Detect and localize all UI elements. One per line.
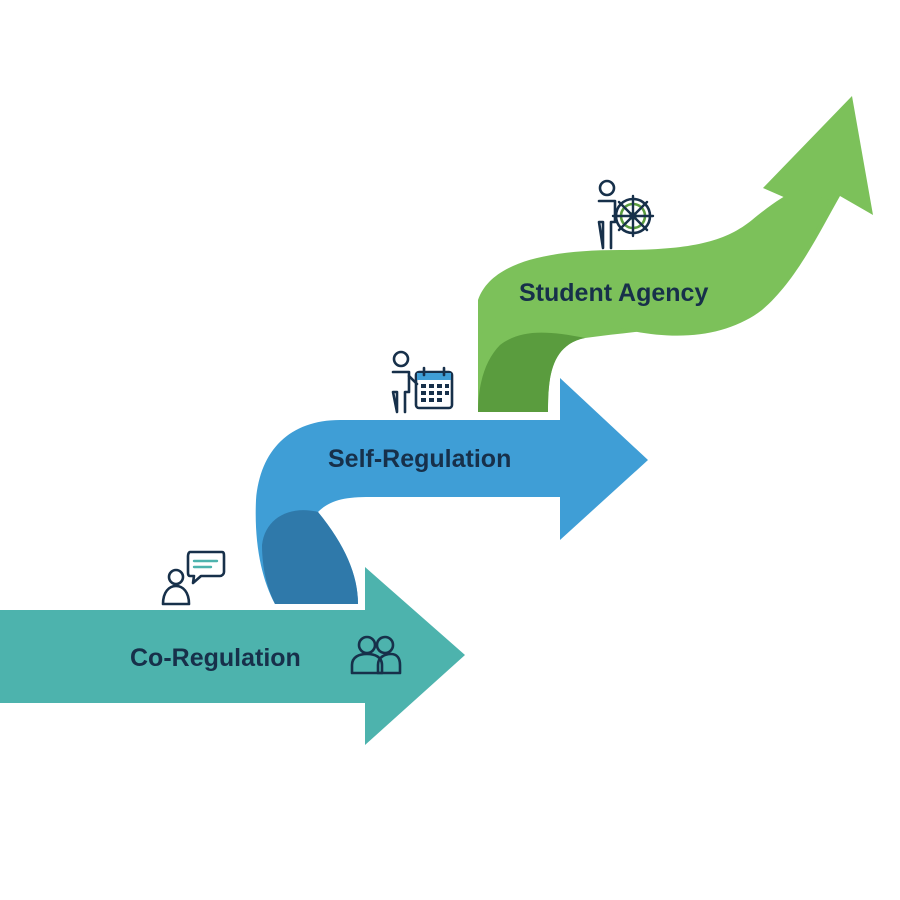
student-agency-arrow-band [478, 190, 830, 340]
co-regulation-arrow [0, 567, 465, 745]
student-agency-arrow-body [478, 96, 873, 412]
person-with-speech-bubble-icon [161, 550, 226, 606]
group-of-people-icon [350, 635, 402, 675]
self-regulation-arrow [255, 378, 648, 604]
co-regulation-label: Co-Regulation [130, 644, 301, 672]
student-agency-label: Student Agency [519, 279, 708, 307]
self-regulation-arrow-body [255, 378, 648, 604]
person-with-ship-wheel-icon [597, 179, 655, 250]
person-with-calendar-icon [391, 350, 454, 414]
self-regulation-arrow-fold [262, 510, 358, 604]
co-regulation-arrow-body [0, 567, 465, 745]
self-regulation-label: Self-Regulation [328, 445, 511, 473]
student-agency-arrow [478, 96, 873, 412]
student-agency-arrow-fold [478, 332, 585, 412]
